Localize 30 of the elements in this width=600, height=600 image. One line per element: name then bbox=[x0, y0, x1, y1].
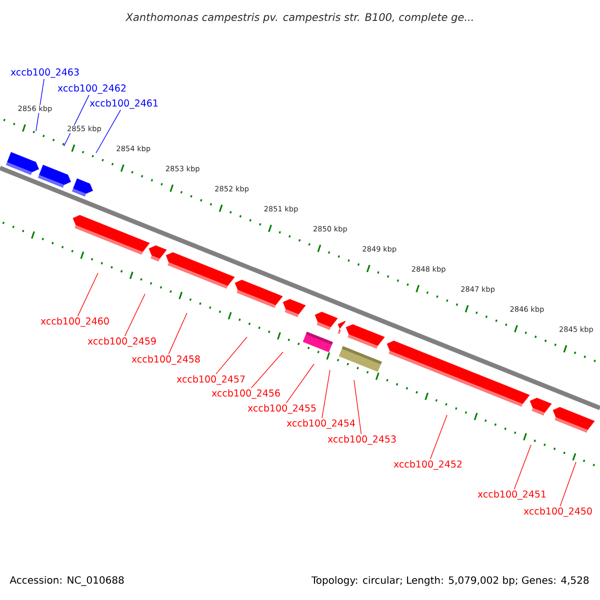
gene-label: xccb100_2460 bbox=[40, 317, 109, 327]
leader-line bbox=[96, 110, 121, 154]
gene-label: xccb100_2450 bbox=[524, 507, 592, 517]
leader-line bbox=[514, 444, 532, 490]
gene-label: xccb100_2459 bbox=[88, 337, 156, 347]
gene-label: xccb100_2457 bbox=[176, 375, 245, 385]
gene-label: xccb100_2455 bbox=[248, 404, 316, 414]
leader-line bbox=[354, 380, 362, 434]
leader-line bbox=[322, 370, 330, 418]
leader-line bbox=[250, 352, 284, 388]
title: Xanthomonas campestris pv. campestris str. B100, complete ge... bbox=[125, 12, 473, 24]
gene-label: xccb100_2462 bbox=[58, 84, 126, 94]
gene-label: xccb100_2463 bbox=[10, 68, 79, 78]
leader-line bbox=[430, 414, 448, 460]
gene-label: xccb100_2452 bbox=[394, 460, 462, 470]
leader-line bbox=[216, 336, 248, 374]
gene-label: xccb100_2456 bbox=[212, 389, 280, 399]
leader-line bbox=[168, 312, 188, 354]
gene-label: xccb100_2451 bbox=[478, 490, 546, 500]
gene-label: xccb100_2461 bbox=[90, 99, 158, 109]
leader-line bbox=[560, 462, 576, 506]
accession-text: Accession: NC_010688 bbox=[10, 576, 124, 586]
gene-label: xccb100_2453 bbox=[328, 435, 396, 445]
gene-label: xccb100_2454 bbox=[286, 419, 355, 429]
leader-line bbox=[286, 364, 314, 404]
leader-line bbox=[77, 272, 98, 316]
leader-line bbox=[124, 294, 146, 336]
leader-line bbox=[64, 94, 90, 146]
gene-label: xccb100_2458 bbox=[132, 355, 200, 365]
genome-info-text: Topology: circular; Length: 5,079,002 bp; Genes: 4,528 bbox=[311, 576, 589, 586]
